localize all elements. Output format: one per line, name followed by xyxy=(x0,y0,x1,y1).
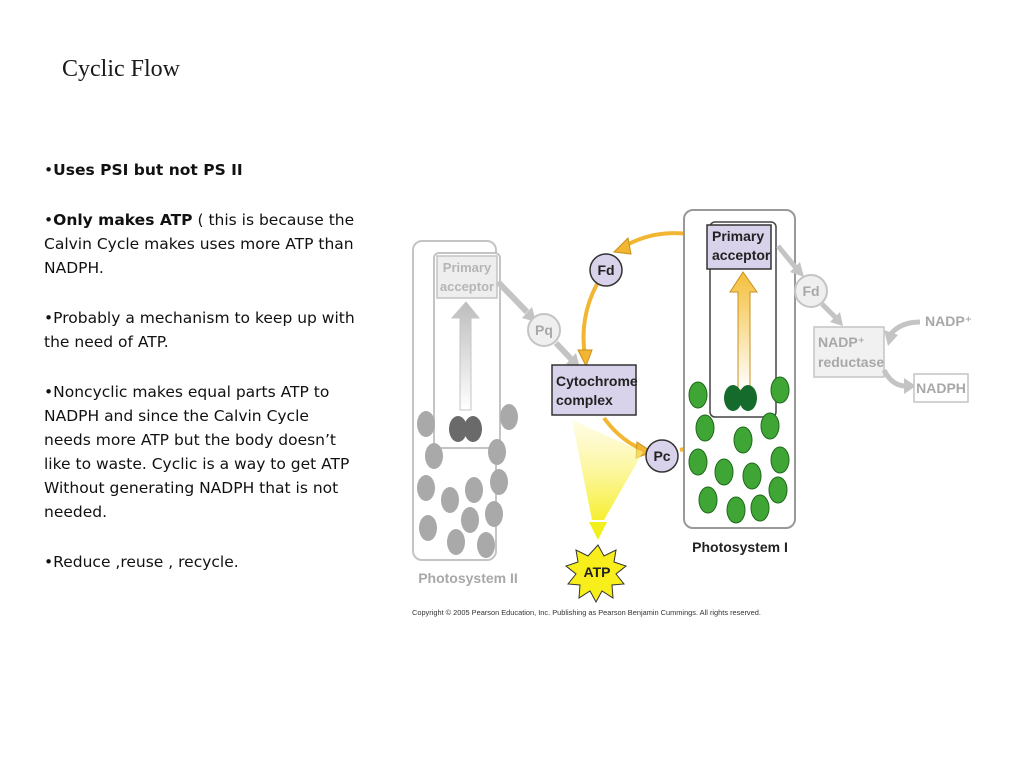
photosystem-2: Primary acceptor Photosystem II xyxy=(412,240,518,586)
fd-right-label: Fd xyxy=(802,283,819,299)
cytochrome-complex xyxy=(551,364,637,416)
ps1-reaction-center xyxy=(724,385,742,411)
bullet-bold: Only makes ATP xyxy=(53,211,193,229)
nadph-arrowhead xyxy=(904,378,916,394)
bullet-item: •Reduce ,reuse , recycle. xyxy=(44,553,239,571)
nadp-plus-label: NADP⁺ xyxy=(925,313,972,329)
ps2-acceptor-box xyxy=(436,255,498,299)
ps1-pigment-cluster xyxy=(688,376,790,524)
bullet-text: ( this is because the Calvin Cycle makes… xyxy=(44,211,355,277)
nadp-plus-arrowhead xyxy=(884,330,898,346)
ps2-acceptor-label: acceptor xyxy=(440,279,494,294)
ps1-to-fd-arrowhead xyxy=(790,262,804,277)
nadp-plus-arrow xyxy=(888,319,921,337)
nadph-box xyxy=(913,373,969,403)
bullet-text: Probably a mechanism to keep up with the… xyxy=(44,309,355,351)
atp-starburst xyxy=(564,544,628,604)
fd-carrier xyxy=(589,253,623,287)
ps1-to-fd-arrow xyxy=(776,244,798,270)
pq-to-cytochrome-arrow xyxy=(553,340,575,363)
fd-to-cytochrome-arrow xyxy=(581,283,599,357)
cytochrome-label: complex xyxy=(556,392,613,408)
bullet-text: Noncyclic makes equal parts ATP to NADPH… xyxy=(44,383,350,521)
atp-label: ATP xyxy=(584,564,611,580)
nadp-reductase xyxy=(813,326,885,378)
fd-right-carrier xyxy=(794,274,828,308)
nadp-reductase-label: reductase xyxy=(818,354,884,370)
ps2-reaction-center xyxy=(464,416,482,442)
arrowhead xyxy=(612,236,632,255)
beam-arrowhead xyxy=(589,522,607,540)
ps2-excitation-arrow xyxy=(450,301,481,411)
pc-carrier xyxy=(645,439,679,473)
slide-title: Cyclic Flow xyxy=(62,56,180,82)
ps1-acceptor-label: Primary xyxy=(712,228,764,244)
bullet-item: •Probably a mechanism to keep up with th… xyxy=(44,309,355,351)
ps2-reaction-center xyxy=(449,416,467,442)
photosystem-1: Primary acceptor Photosystem I xyxy=(683,209,796,555)
fd-to-reductase-arrow xyxy=(820,302,838,320)
arrowhead xyxy=(577,349,593,368)
ps2-label: Photosystem II xyxy=(418,570,518,586)
bullet-list: •Uses PSI but not PS II •Only makes ATP … xyxy=(44,158,360,600)
bullet-item: •Only makes ATP ( this is because the Ca… xyxy=(44,211,355,277)
light-beam xyxy=(572,420,643,520)
bullet-text: Reduce ,reuse , recycle. xyxy=(53,553,239,571)
ps1-acceptor-label: acceptor xyxy=(712,247,771,263)
nadph-label: NADPH xyxy=(916,380,966,396)
ps1-label: Photosystem I xyxy=(692,539,788,555)
ps2-acceptor-label: Primary xyxy=(443,260,492,275)
ps1-excitation-arrow xyxy=(729,271,758,391)
nadph-arrow xyxy=(881,368,907,389)
pq-carrier xyxy=(527,313,561,347)
ps1-reaction-center xyxy=(739,385,757,411)
copyright-notice: Copyright © 2005 Pearson Education, Inc.… xyxy=(412,608,761,617)
fd-to-reductase-arrowhead xyxy=(830,312,843,326)
ps1-acceptor-box xyxy=(706,224,772,270)
ps2-to-pq-arrow xyxy=(495,279,530,315)
fd-label: Fd xyxy=(597,262,614,278)
pq-label: Pq xyxy=(535,322,553,338)
nadp-reductase-label: NADP⁺ xyxy=(818,334,865,350)
bullet-item: •Noncyclic makes equal parts ATP to NADP… xyxy=(44,383,350,521)
bullet-item: •Uses PSI but not PS II xyxy=(44,161,243,179)
ps2-pigment-cluster xyxy=(417,404,518,558)
pc-label: Pc xyxy=(653,448,670,464)
bullet-bold: Uses PSI but not PS II xyxy=(53,161,243,179)
cytochrome-label: Cytochrome xyxy=(556,373,638,389)
